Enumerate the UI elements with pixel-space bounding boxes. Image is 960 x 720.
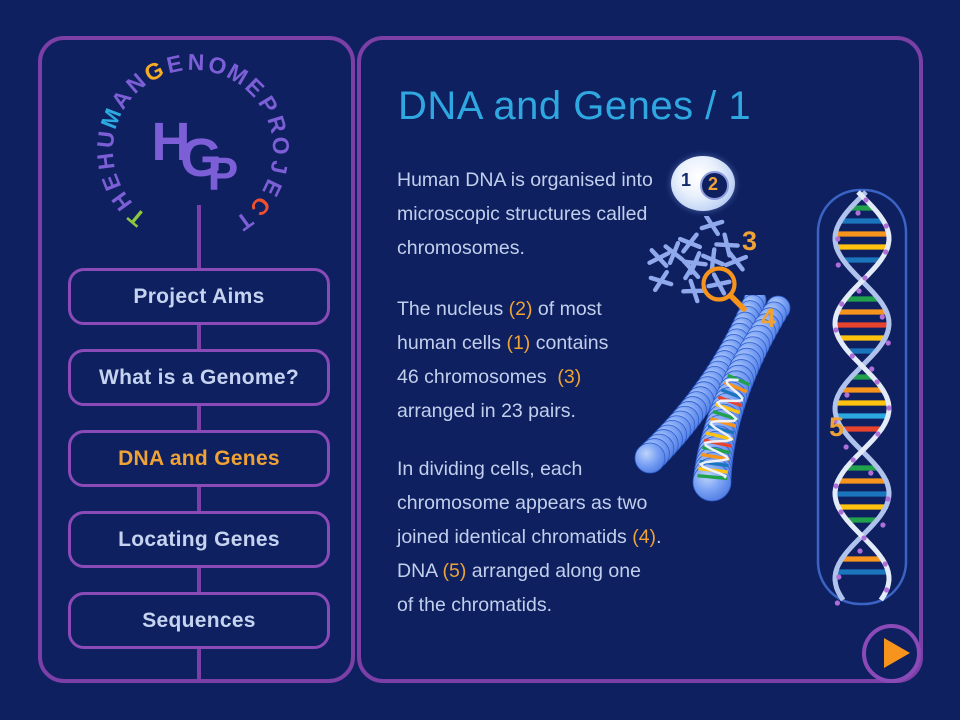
play-icon <box>884 638 910 668</box>
nav-button-what-is-a-genome[interactable]: What is a Genome? <box>68 349 330 406</box>
svg-text:H: H <box>152 112 191 172</box>
nav-button-dna-and-genes[interactable]: DNA and Genes <box>68 430 330 487</box>
nucleus-illustration <box>700 171 729 200</box>
svg-text:U: U <box>92 130 120 150</box>
nucleus-label: 2 <box>708 174 719 194</box>
scatter-label: 3 <box>742 226 758 256</box>
svg-text:O: O <box>267 136 294 155</box>
chromosomes-group <box>647 216 749 304</box>
magnifier-icon <box>701 266 747 312</box>
svg-text:N: N <box>187 49 205 76</box>
dna-capsule <box>816 188 908 606</box>
nav-button-locating-genes[interactable]: Locating Genes <box>68 511 330 568</box>
cell-label: 1 <box>681 170 692 190</box>
svg-text:H: H <box>92 151 120 171</box>
chromatids-group <box>634 295 791 502</box>
nav-button-sequences[interactable]: Sequences <box>68 592 330 649</box>
main-panel <box>357 36 923 683</box>
nav-button-project-aims[interactable]: Project Aims <box>68 268 330 325</box>
chromosome-scatter <box>647 216 749 312</box>
dna-helix <box>816 188 908 606</box>
svg-text:E: E <box>96 170 126 194</box>
svg-text:E: E <box>164 50 184 79</box>
chromatid-label: 4 <box>761 303 777 333</box>
sidebar-panel <box>38 36 355 683</box>
svg-text:G: G <box>180 128 222 188</box>
dna-label: 5 <box>829 412 845 442</box>
page-title: DNA and Genes / 1 <box>398 84 752 128</box>
next-button[interactable] <box>862 624 921 683</box>
chromosome-illustration <box>634 295 791 502</box>
logo-center-text: HGP <box>152 112 239 200</box>
svg-text:P: P <box>208 148 239 200</box>
svg-text:J: J <box>265 159 293 177</box>
svg-text:R: R <box>262 113 292 137</box>
